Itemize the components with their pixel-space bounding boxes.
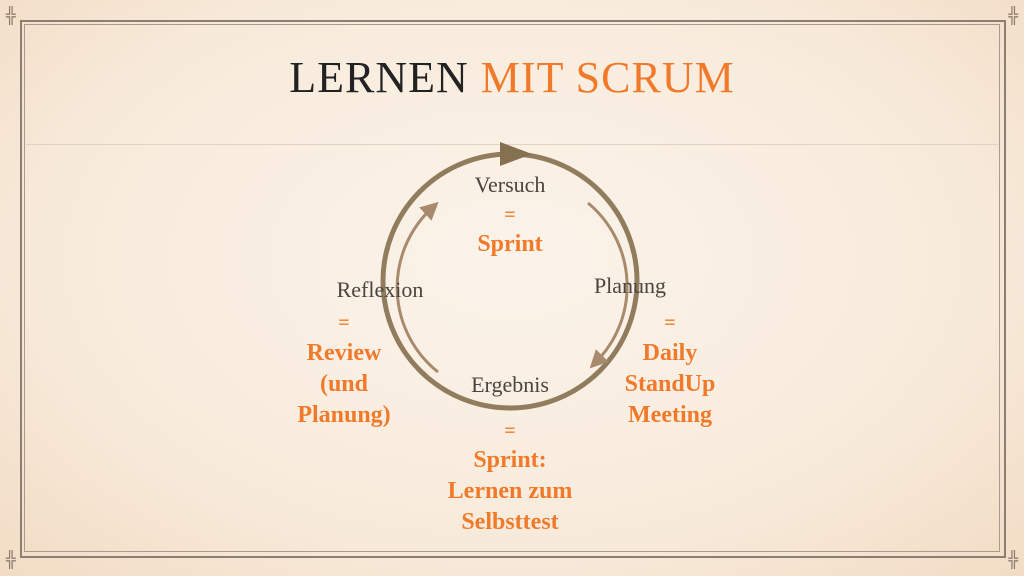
- value-line: Daily: [642, 340, 698, 366]
- node-value-daily: Daily StandUp Meeting: [590, 338, 750, 431]
- title-part-1: LERNEN: [289, 53, 469, 102]
- ring-arrowhead-icon: [500, 142, 532, 166]
- node-eq-ergebnis: =: [504, 420, 516, 442]
- node-value-review: Review (und Planung): [264, 338, 424, 431]
- node-eq-versuch: =: [504, 204, 516, 226]
- node-label-versuch: Versuch: [474, 172, 546, 197]
- arrow-right-icon: [587, 201, 629, 369]
- node-value-sprint: Sprint: [477, 231, 543, 257]
- value-line: Sprint:: [473, 447, 547, 473]
- value-line: Meeting: [628, 402, 712, 428]
- value-line: StandUp: [624, 371, 716, 397]
- corner-ornament-icon: ╬: [6, 550, 16, 569]
- title-part-2: MIT SCRUM: [480, 53, 735, 102]
- value-line: Selbsttest: [461, 509, 559, 535]
- slide-title: LERNEN MIT SCRUM: [0, 52, 1024, 103]
- node-eq-planung: =: [664, 312, 676, 334]
- corner-ornament-icon: ╬: [1008, 550, 1018, 569]
- node-label-reflexion: Reflexion: [336, 277, 424, 302]
- value-line: Lernen zum: [447, 478, 573, 504]
- title-divider: [26, 144, 998, 145]
- value-line: Planung): [297, 402, 391, 428]
- node-eq-reflexion: =: [338, 312, 350, 334]
- node-label-ergebnis: Ergebnis: [471, 372, 549, 397]
- node-label-planung: Planung: [593, 273, 667, 298]
- value-line: Review: [306, 340, 382, 366]
- corner-ornament-icon: ╬: [6, 6, 16, 25]
- corner-ornament-icon: ╬: [1008, 6, 1018, 25]
- slide-frame: [20, 20, 1006, 558]
- arrow-left-icon: [395, 201, 439, 374]
- slide-frame-inner: [24, 24, 1000, 552]
- node-value-selbsttest: Sprint: Lernen zum Selbsttest: [410, 445, 610, 538]
- value-line: (und: [319, 371, 369, 397]
